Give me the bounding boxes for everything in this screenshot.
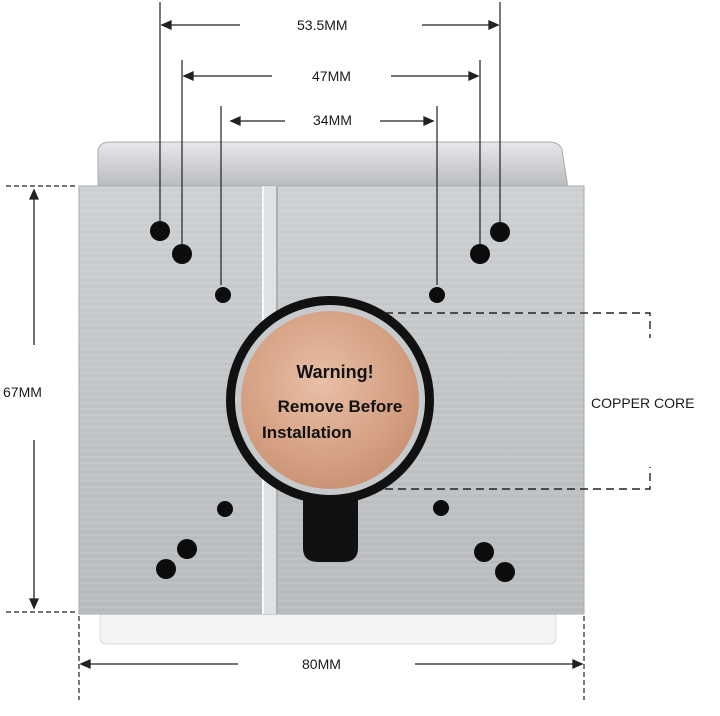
extension-lines	[6, 2, 585, 700]
copper-core-callout	[385, 312, 651, 490]
dimension-arrows	[28, 19, 584, 670]
mounting-hole	[150, 221, 170, 241]
mounting-hole	[172, 244, 192, 264]
mounting-hole	[490, 222, 510, 242]
mounting-hole	[429, 287, 445, 303]
mounting-holes	[150, 221, 515, 582]
mounting-hole	[156, 559, 176, 579]
copper-core-label: COPPER CORE	[591, 395, 695, 411]
sticker-line-3: Installation	[262, 423, 352, 442]
mounting-hole	[217, 501, 233, 517]
sticker-line-1: Warning!	[296, 362, 373, 382]
mounting-hole	[474, 542, 494, 562]
copper-core-assembly: Warning! Remove Before Installation	[226, 296, 434, 562]
dimension-label-outer-spacing: 53.5MM	[297, 17, 348, 33]
copper-core	[241, 311, 419, 489]
mounting-hole	[495, 562, 515, 582]
mounting-hole	[470, 244, 490, 264]
mounting-hole	[433, 500, 449, 516]
dimension-label-middle-spacing: 47MM	[312, 68, 351, 84]
mounting-hole	[177, 539, 197, 559]
heatsink-top-lip	[97, 141, 569, 189]
sticker-line-2: Remove Before	[278, 397, 403, 416]
dimension-label-height: 67MM	[3, 384, 42, 400]
ring-tab	[303, 490, 358, 562]
mounting-hole	[215, 287, 231, 303]
heatsink-bottom-base	[99, 611, 557, 645]
dimension-label-inner-spacing: 34MM	[313, 112, 352, 128]
dimension-label-width: 80MM	[302, 656, 341, 672]
